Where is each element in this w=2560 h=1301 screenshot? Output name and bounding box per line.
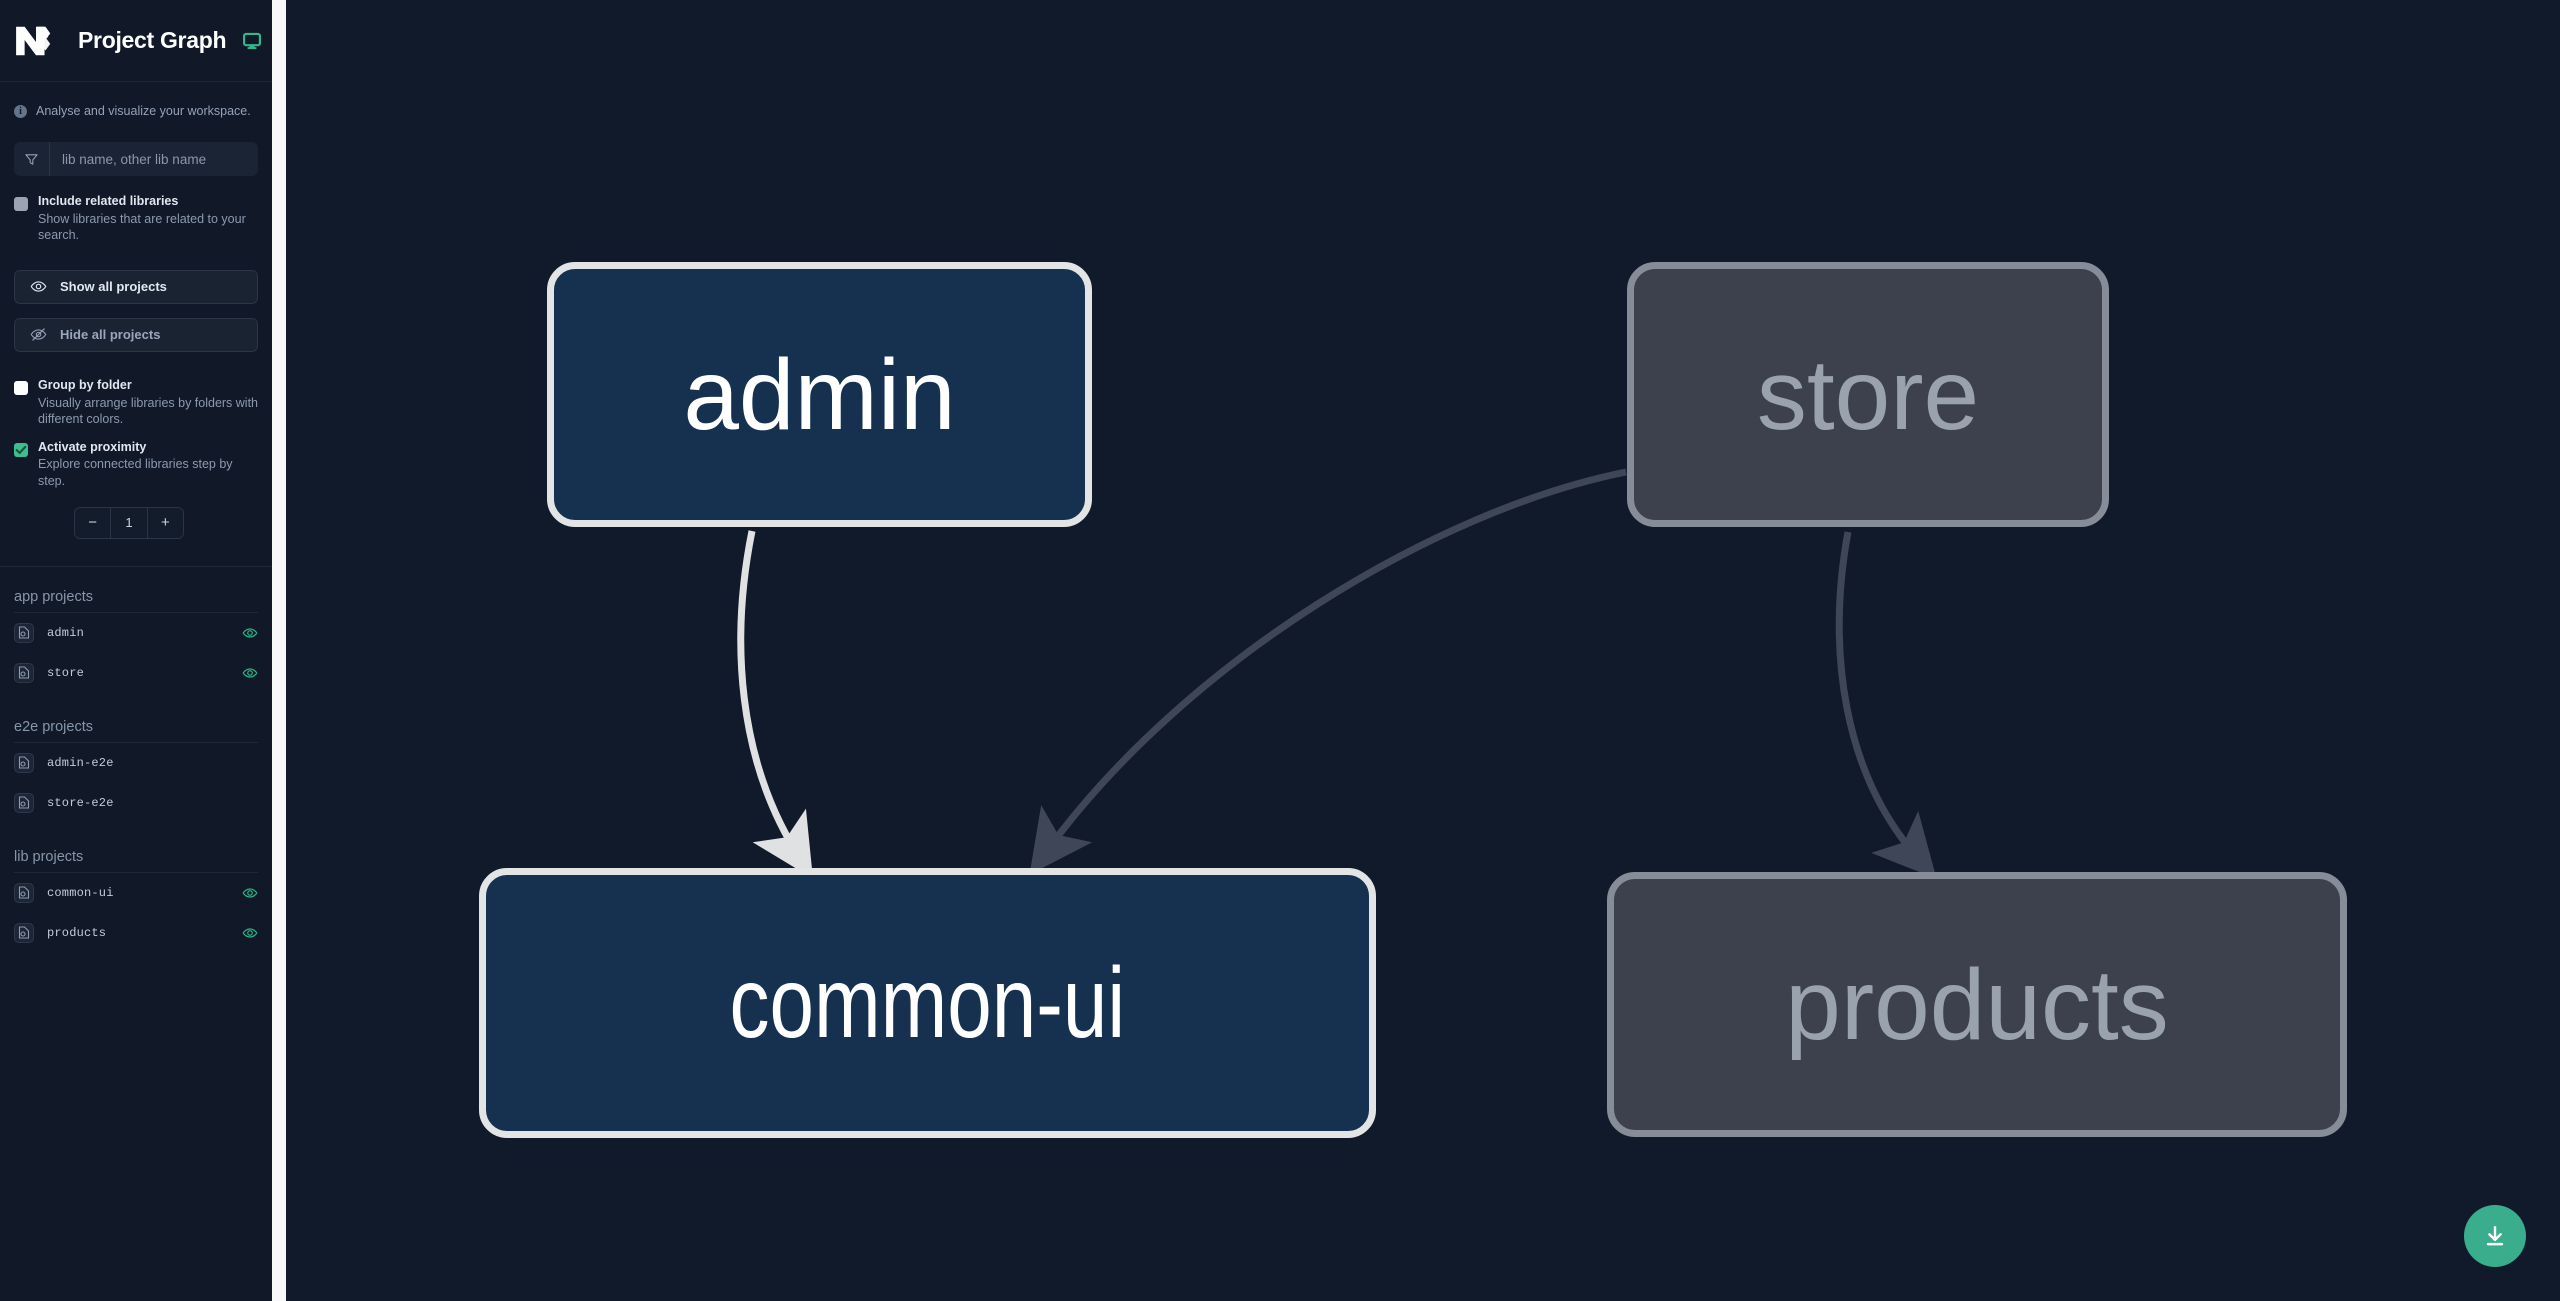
- project-file-icon: [14, 662, 34, 683]
- graph-node-label: common-ui: [729, 947, 1126, 1059]
- group-title-lib-projects: lib projects: [14, 848, 84, 865]
- search-box[interactable]: [14, 142, 258, 176]
- proximity-stepper[interactable]: − 1 +: [74, 506, 184, 539]
- eye-visible-icon[interactable]: [242, 885, 258, 901]
- activate-proximity-checkbox[interactable]: [14, 442, 28, 457]
- project-row-store[interactable]: store: [0, 653, 272, 693]
- include-related-description: Show libraries that are related to your …: [38, 211, 246, 243]
- project-name: store: [47, 665, 85, 680]
- graph-node-products[interactable]: products: [1607, 872, 2347, 1137]
- eye-icon: [30, 281, 47, 293]
- funnel-icon: [14, 142, 50, 176]
- graph-node-label: store: [1756, 338, 1980, 451]
- graph-node-admin[interactable]: admin: [547, 262, 1092, 527]
- search-input[interactable]: [50, 143, 258, 175]
- tagline-text: Analyse and visualize your workspace.: [36, 104, 251, 118]
- hide-all-projects-label: Hide all projects: [60, 327, 161, 343]
- graph-node-store[interactable]: store: [1627, 262, 2109, 527]
- project-name: products: [47, 925, 107, 940]
- project-name: admin: [47, 625, 85, 640]
- sidebar-divider-line: [0, 565, 272, 567]
- sidebar-header: Project Graph: [0, 0, 272, 82]
- group-rule: [14, 741, 258, 743]
- edge-store-to-common-ui: [1029, 468, 1627, 875]
- nx-logo-icon: [16, 26, 51, 55]
- project-file-icon: [14, 792, 34, 813]
- download-graph-button[interactable]: [2464, 1205, 2526, 1267]
- group-rule: [14, 611, 258, 613]
- eye-visible-icon[interactable]: [242, 665, 258, 681]
- project-row-common-ui[interactable]: common-ui: [0, 873, 272, 913]
- eye-visible-icon[interactable]: [242, 625, 258, 641]
- option-group-by-folder[interactable]: Group by folder Visually arrange librari…: [0, 378, 272, 428]
- tagline: i Analyse and visualize your workspace.: [0, 82, 272, 118]
- group-by-folder-checkbox[interactable]: [14, 380, 28, 395]
- group-rule: [14, 871, 258, 873]
- activate-proximity-label: Activate proximity: [38, 439, 147, 454]
- group-by-folder-label: Group by folder: [38, 377, 132, 392]
- project-name: common-ui: [47, 885, 114, 900]
- graph-node-common-ui[interactable]: common-ui: [479, 868, 1376, 1138]
- proximity-value: 1: [110, 507, 148, 538]
- sidebar: Project Graph i Analyse and visualize yo…: [0, 0, 272, 1301]
- group-title-app-projects: app projects: [14, 588, 93, 605]
- graph-node-label: admin: [683, 338, 956, 451]
- page-title: Project Graph: [78, 27, 227, 53]
- graph-canvas[interactable]: admin store common-ui products: [286, 0, 2560, 1301]
- project-row-store-e2e[interactable]: store-e2e: [0, 783, 272, 823]
- activate-proximity-description: Explore connected libraries step by step…: [38, 457, 233, 488]
- project-file-icon: [14, 882, 34, 903]
- group-title-e2e-projects: e2e projects: [14, 718, 93, 735]
- project-row-admin-e2e[interactable]: admin-e2e: [0, 743, 272, 783]
- hide-all-projects-button[interactable]: Hide all projects: [14, 317, 258, 352]
- project-file-icon: [14, 922, 34, 943]
- show-all-projects-label: Show all projects: [60, 279, 167, 295]
- eye-off-icon: [30, 328, 47, 342]
- info-icon: i: [14, 104, 27, 118]
- eye-visible-icon[interactable]: [242, 925, 258, 941]
- show-all-projects-button[interactable]: Show all projects: [14, 269, 258, 304]
- proximity-increment-button[interactable]: +: [147, 507, 183, 538]
- project-row-products[interactable]: products: [0, 913, 272, 953]
- project-row-admin[interactable]: admin: [0, 613, 272, 653]
- proximity-decrement-button[interactable]: −: [75, 507, 111, 538]
- monitor-icon[interactable]: [242, 31, 262, 51]
- include-related-checkbox[interactable]: [14, 197, 28, 211]
- project-file-icon: [14, 622, 34, 643]
- group-by-folder-description: Visually arrange libraries by folders wi…: [38, 395, 259, 427]
- project-name: store-e2e: [47, 795, 114, 810]
- graph-node-label: products: [1785, 948, 2169, 1061]
- sidebar-canvas-divider[interactable]: [272, 0, 286, 1301]
- option-activate-proximity[interactable]: Activate proximity Explore connected lib…: [0, 440, 272, 490]
- project-name: admin-e2e: [47, 755, 114, 770]
- edge-admin-to-common-ui: [737, 530, 813, 879]
- graph-edges: [737, 468, 1937, 879]
- include-related-label: Include related libraries: [38, 194, 179, 208]
- project-file-icon: [14, 752, 34, 773]
- download-icon: [2486, 1226, 2504, 1246]
- edge-store-to-products: [1835, 531, 1937, 879]
- option-include-related[interactable]: Include related libraries Show libraries…: [0, 194, 272, 244]
